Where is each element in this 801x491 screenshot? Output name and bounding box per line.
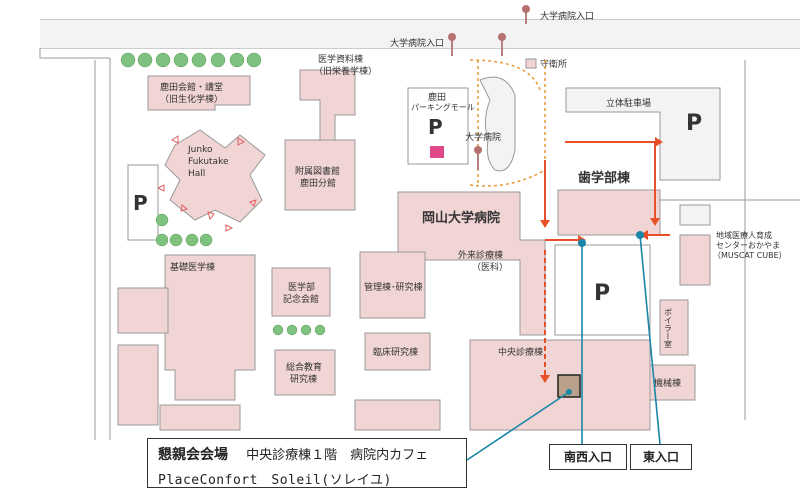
basic-medicine-annex xyxy=(117,287,169,334)
label-guard-station: 守衛所 xyxy=(540,58,567,70)
label-clinical-research: 臨床研究棟 xyxy=(373,346,418,358)
boiler-room xyxy=(659,299,689,356)
venue-callout: 懇親会会場 中央診療棟１階 病院内カフェ PlaceConfort Soleil… xyxy=(147,438,467,488)
regional-center-small xyxy=(679,204,711,226)
label-hospital-entrance-mid: 大学病院入口 xyxy=(390,37,444,49)
label-regional-center-3: （MUSCAT CUBE） xyxy=(713,251,787,260)
road-strip-top xyxy=(40,20,800,48)
machine-building xyxy=(649,364,696,401)
accessible-parking-icon xyxy=(430,146,444,158)
junko-fukutake-hall xyxy=(164,129,266,223)
label-outpatient-1: 外来診療棟 xyxy=(458,249,503,261)
label-hospital-gate: 大学病院 xyxy=(465,131,501,143)
label-integrated-edu-1: 総合教育 xyxy=(286,361,322,373)
label-integrated-edu-2: 研究棟 xyxy=(290,373,317,385)
southwest-entrance-callout: 南西入口 xyxy=(549,444,627,470)
memorial-hall xyxy=(271,267,331,317)
venue-detail: 中央診療棟１階 病院内カフェ xyxy=(246,448,429,463)
parking-p-tower: P xyxy=(686,111,702,136)
venue-title: 懇親会会場 xyxy=(158,447,228,463)
label-parking-mall-2: パーキングモール xyxy=(411,102,475,112)
label-shikata-hall-1: 鹿田会館・講堂 xyxy=(160,81,223,93)
basic-medicine-building xyxy=(164,254,256,401)
label-admin-research: 管理棟･研究棟 xyxy=(364,281,423,293)
east-entrance-label: 東入口 xyxy=(642,450,679,464)
trees-top xyxy=(120,52,262,68)
east-entrance-dot xyxy=(636,231,644,239)
parking-p-left: P xyxy=(133,191,148,215)
integrated-edu-building xyxy=(274,349,336,396)
parking-tower xyxy=(565,87,721,181)
label-shikata-hall-2: （旧生化学棟） xyxy=(160,93,223,105)
label-library-2: 鹿田分館 xyxy=(300,177,336,189)
entrance-pin-right xyxy=(498,33,506,56)
label-basic-medicine: 基礎医学棟 xyxy=(170,261,215,273)
south-building xyxy=(159,404,241,431)
label-junko-3: Hall xyxy=(188,169,205,179)
entrance-pin-gate xyxy=(474,146,482,170)
regional-center-building xyxy=(679,234,711,286)
med-archive-building xyxy=(299,69,356,141)
southwest-entrance-dot xyxy=(578,239,586,247)
venue-name: PlaceConfort Soleil(ソレイユ) xyxy=(158,473,392,488)
label-parking-mall-1: 鹿田 xyxy=(428,91,446,103)
label-central-clinic: 中央診療棟 xyxy=(498,346,543,358)
label-boiler-room: ボイラー室 xyxy=(664,308,673,348)
label-outpatient-2: （医科） xyxy=(472,261,508,273)
south-hospital-building xyxy=(354,399,441,431)
east-entrance-callout: 東入口 xyxy=(630,444,692,470)
label-regional-center-2: センターおかやま xyxy=(716,241,780,250)
route-arrows xyxy=(544,141,670,375)
dental-building xyxy=(557,189,661,236)
southwest-building xyxy=(117,344,159,426)
label-junko-1: Junko xyxy=(187,145,213,155)
callout-lines xyxy=(466,234,661,461)
label-memorial-hall-1: 医学部 xyxy=(288,281,315,293)
junko-hall-markers xyxy=(156,135,257,232)
parking-p-mall: P xyxy=(428,115,443,139)
entrance-pin-top xyxy=(522,5,530,24)
parking-p-dental: P xyxy=(594,281,610,306)
clinical-research-building xyxy=(364,332,431,371)
label-library-1: 附属図書館 xyxy=(295,165,340,177)
southwest-entrance-label: 南西入口 xyxy=(563,450,612,464)
label-okayama-univ-hospital: 岡山大学病院 xyxy=(422,210,500,226)
label-med-archive-1: 医学資料棟 xyxy=(318,53,363,65)
label-junko-2: Fukutake xyxy=(188,157,229,167)
dental-label-bg xyxy=(574,168,634,186)
label-regional-center-1: 地域医療人育成 xyxy=(716,230,772,240)
cafe-venue-dot xyxy=(566,389,572,395)
roundabout xyxy=(469,59,546,187)
label-dental-building: 歯学部棟 xyxy=(578,170,631,186)
venue-line-1: 懇親会会場 中央診療棟１階 病院内カフェ xyxy=(158,444,456,464)
label-parking-tower: 立体駐車場 xyxy=(606,97,651,109)
label-med-archive-2: （旧栄養学棟） xyxy=(314,65,377,77)
trees-mid xyxy=(155,213,326,336)
library-building xyxy=(284,139,356,211)
guard-station xyxy=(525,58,537,69)
label-memorial-hall-2: 記念会館 xyxy=(283,293,319,305)
label-machine-building: 機械棟 xyxy=(654,377,681,389)
cafe-venue-marker xyxy=(557,374,581,398)
shikata-hall xyxy=(147,75,251,111)
entrance-pin-left xyxy=(448,33,456,56)
label-hospital-entrance-top: 大学病院入口 xyxy=(540,10,594,22)
admin-research-building xyxy=(359,251,426,319)
